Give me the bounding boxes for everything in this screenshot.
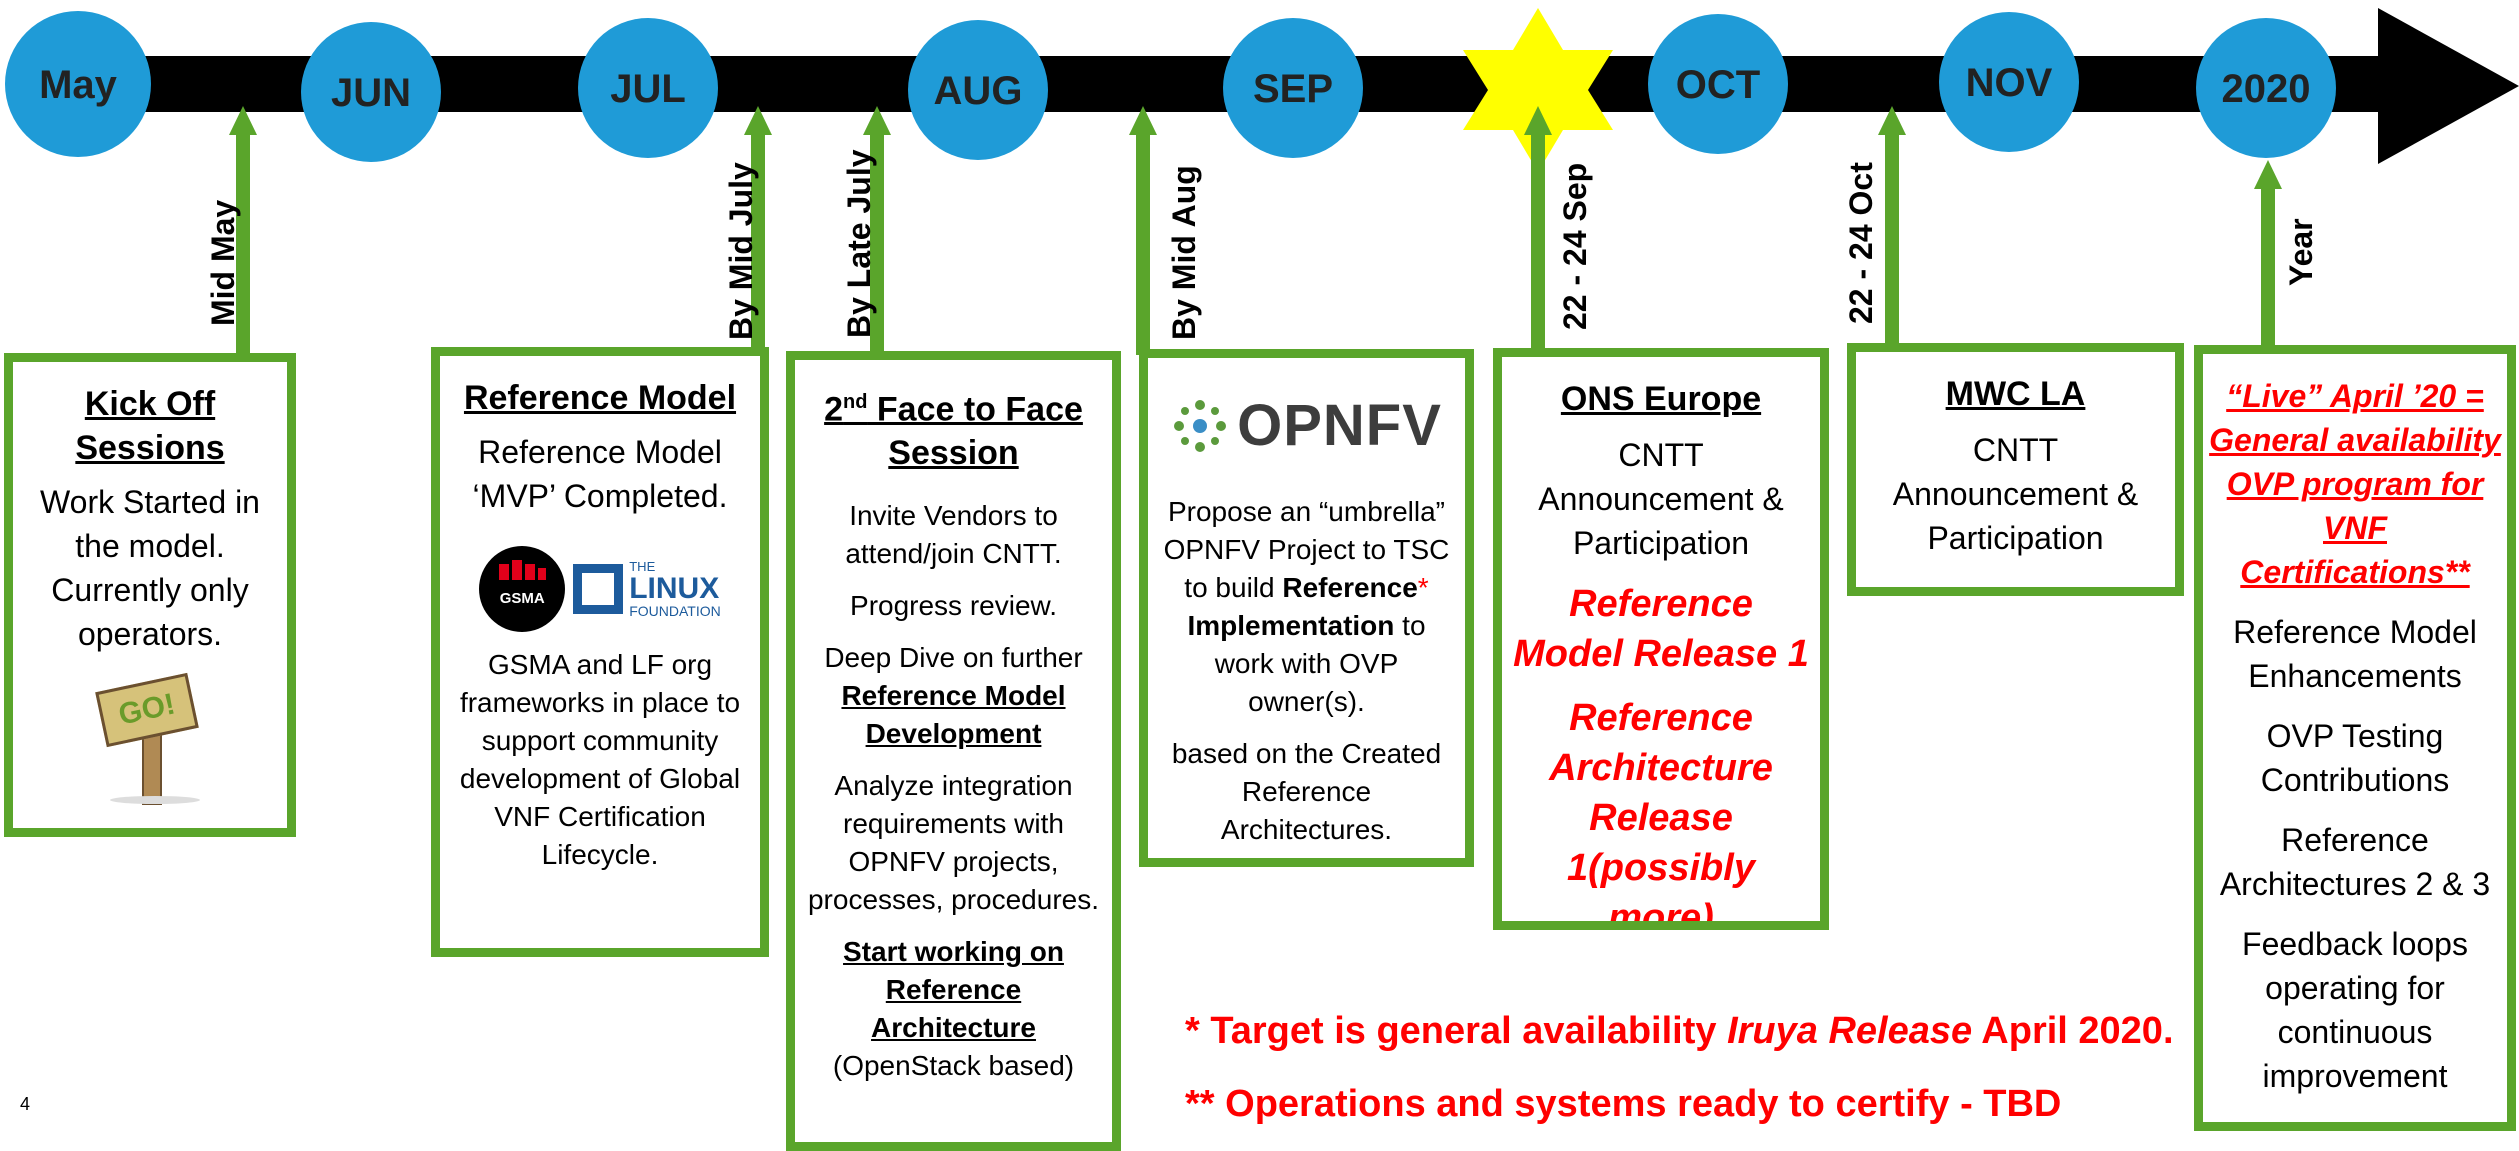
page-number: 4 (20, 1094, 31, 1114)
gsma-logo-text: GSMA (499, 590, 545, 607)
box-kickoff: Kick Off Sessions Work Started in the mo… (4, 353, 296, 837)
partner-logos: GSMA THE LINUX FOUNDATION (448, 546, 752, 632)
box-2020: “Live” April ’20 = General availability … (2194, 345, 2516, 1131)
month-label-oct: OCT (1676, 63, 1760, 107)
month-label-jul: JUL (610, 67, 686, 111)
gsma-logo: GSMA (479, 546, 566, 632)
month-circle-may (5, 11, 151, 157)
milestone-arrow-oct (1878, 106, 1906, 355)
y2020-architectures: Reference Architectures 2 & 3 (2219, 822, 2491, 902)
ons-release-arch: Reference Architecture Release 1(possibl… (1549, 697, 1773, 930)
month-circle-jun (301, 22, 441, 162)
go-sign-icon: GO! (90, 672, 210, 806)
milestone-label-oct: 22 - 24 Oct (1843, 162, 1879, 324)
y2020-feedback: Feedback loops operating for continuous … (2242, 926, 2468, 1094)
milestone-arrow-mid-july (744, 106, 772, 355)
milestone-labels: Mid May By Mid July By Late July By Mid … (205, 149, 2319, 340)
opnfv-logo: OPNFV (1156, 392, 1457, 459)
ons-body: CNTT Announcement & Participation (1538, 437, 1784, 561)
opnfv-based: based on the Created Reference Architect… (1171, 738, 1442, 845)
month-circle-sep (1223, 18, 1363, 158)
month-labels: May JUN JUL AUG SEP OCT NOV 2020 (39, 61, 2310, 115)
box-ons-europe: ONS Europe CNTT Announcement & Participa… (1493, 348, 1829, 930)
footnote-operations: ** Operations and systems ready to certi… (1185, 1083, 2062, 1125)
f2f-progress: Progress review. (850, 590, 1057, 622)
milestone-label-mid-aug: By Mid Aug (1166, 165, 1202, 340)
milestone-arrow-late-july (863, 106, 891, 355)
y2020-enhancements: Reference Model Enhancements (2233, 614, 2477, 694)
milestone-arrow-year (2254, 160, 2282, 355)
opnfv-propose: Propose an “umbrella” OPNFV Project to T… (1163, 496, 1450, 717)
refmodel-title: Reference Model (463, 379, 737, 417)
milestone-label-sep: 22 - 24 Sep (1557, 163, 1593, 330)
month-label-aug: AUG (934, 69, 1023, 113)
month-label-nov: NOV (1966, 61, 2053, 105)
month-circle-2020 (2196, 18, 2336, 158)
f2f-start: Start working on Reference Architecture … (832, 936, 1075, 1082)
month-label-may: May (39, 63, 118, 107)
f2f-invite: Invite Vendors to attend/join CNTT. (845, 500, 1062, 570)
milestone-label-mid-may: Mid May (205, 200, 241, 326)
mwc-body: CNTT Announcement & Participation (1892, 432, 2139, 556)
milestone-label-late-july: By Late July (841, 149, 877, 338)
ons-title: ONS Europe (1560, 380, 1762, 418)
refmodel-footnote: GSMA and LF org frameworks in place to s… (459, 649, 741, 870)
footnote-target: * Target is general availability Iruya R… (1185, 1010, 2174, 1052)
milestone-arrows (229, 106, 2282, 355)
month-circles (5, 11, 2336, 162)
linux-foundation-logo: THE LINUX FOUNDATION (573, 559, 721, 619)
box-reference-model: Reference Model Reference Model ‘MVP’ Co… (431, 347, 769, 957)
y2020-testing: OVP Testing Contributions (2260, 718, 2450, 798)
month-label-jun: JUN (331, 71, 411, 115)
month-label-sep: SEP (1253, 67, 1333, 111)
milestone-arrow-mid-aug (1129, 106, 1157, 355)
timeline-arrowhead (2378, 8, 2519, 164)
box-mwc-la: MWC LA CNTT Announcement & Participation (1847, 343, 2184, 596)
opnfv-flower-icon (1174, 399, 1227, 452)
f2f-start-link: Start working on Reference Architecture (843, 936, 1064, 1044)
box-face-to-face: 2nd Face to Face Session Invite Vendors … (786, 351, 1121, 1151)
milestone-label-mid-july: By Mid July (723, 162, 759, 340)
kickoff-title: Kick Off Sessions (75, 385, 225, 467)
month-label-2020: 2020 (2222, 67, 2311, 111)
f2f-deep-dive-link: Reference Model Development (841, 680, 1066, 750)
month-circle-oct (1648, 14, 1788, 154)
refmodel-body: Reference Model ‘MVP’ Completed. (472, 434, 728, 514)
milestone-arrow-sep (1524, 106, 1552, 355)
star-icon (1463, 8, 1613, 172)
y2020-title: “Live” April ’20 = General availability … (2209, 378, 2501, 590)
month-circle-aug (908, 20, 1048, 160)
month-circle-nov (1939, 12, 2079, 152)
f2f-title: 2nd Face to Face Session (824, 390, 1083, 473)
milestone-label-year: Year (2283, 218, 2319, 286)
ons-release-model: Reference Model Release 1 (1513, 583, 1809, 675)
f2f-analyze: Analyze integration requirements with OP… (807, 770, 1100, 916)
f2f-deep-dive: Deep Dive on further Reference Model Dev… (824, 642, 1083, 750)
kickoff-body: Work Started in the model. Currently onl… (40, 484, 260, 652)
mwc-title: MWC LA (1945, 375, 2086, 413)
milestone-arrow-mid-may (229, 106, 257, 355)
box-opnfv: OPNFV Propose an “umbrella” OPNFV Projec… (1139, 349, 1474, 867)
month-circle-jul (578, 18, 718, 158)
